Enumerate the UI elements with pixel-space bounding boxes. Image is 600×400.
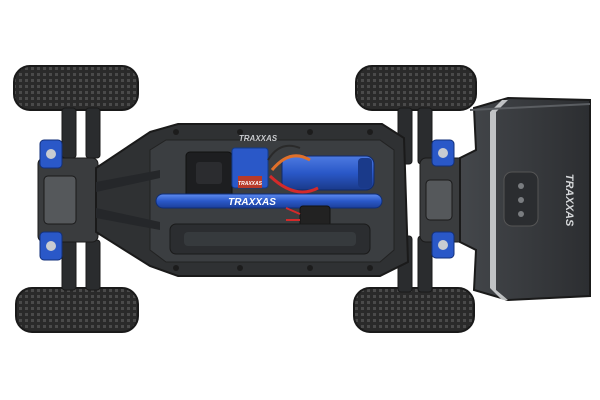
wing-logo: TRAXXAS (563, 174, 575, 227)
rear-shocks (431, 139, 455, 259)
rear-wing: TRAXXAS (459, 96, 591, 302)
chassis-logo-area: TRAXXAS (239, 134, 278, 143)
tire-rear-right (353, 287, 475, 333)
tire-front-right (15, 287, 139, 333)
motor (267, 144, 375, 194)
lower-tray (169, 223, 371, 255)
tire-front-left (13, 65, 139, 111)
tire-rear-left (355, 65, 477, 111)
rear-suspension (397, 107, 467, 293)
esc-unit: TRAXXAS (185, 147, 269, 201)
rod-logo: TRAXXAS (228, 197, 276, 208)
esc-label: TRAXXAS (238, 181, 263, 187)
front-suspension (37, 107, 101, 291)
chassis-logo: TRAXXAS (239, 134, 278, 143)
front-shocks (39, 139, 63, 261)
brace-rod: TRAXXAS (155, 193, 383, 209)
